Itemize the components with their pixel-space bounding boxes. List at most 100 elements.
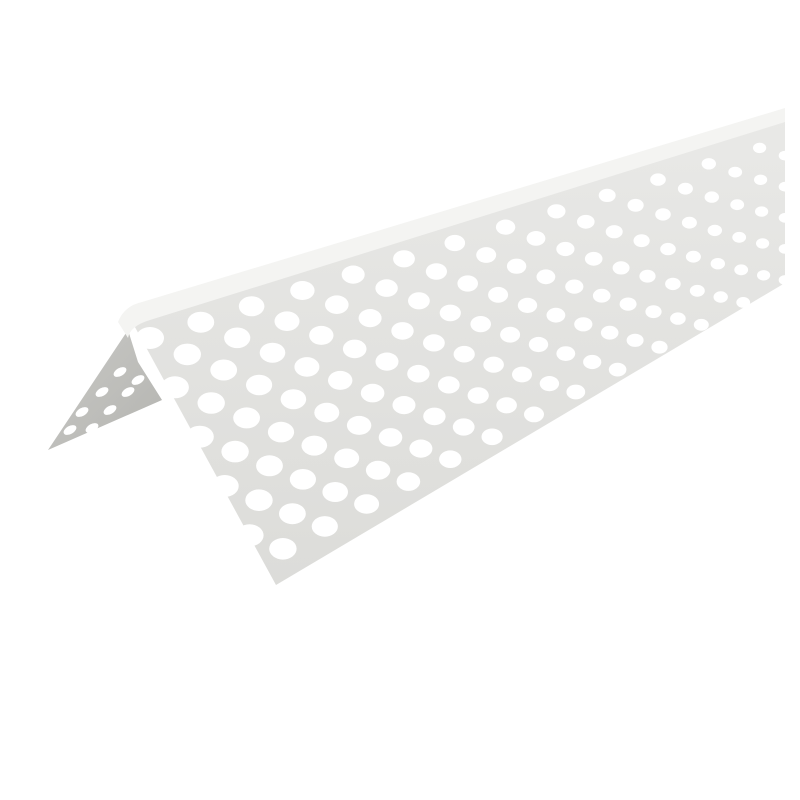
perforation-hole	[423, 407, 446, 426]
perforation-hole	[730, 199, 745, 211]
perforation-hole	[539, 376, 560, 392]
perforation-hole	[274, 311, 300, 332]
perforation-hole	[235, 524, 264, 547]
perforation-hole	[245, 489, 273, 512]
perforation-hole	[131, 375, 145, 385]
perforation-hole	[713, 291, 728, 303]
perforation-hole	[650, 173, 666, 186]
perforation-hole	[393, 250, 415, 268]
perforation-hole	[210, 359, 238, 381]
perforation-hole	[704, 191, 719, 203]
perforation-hole	[612, 261, 630, 275]
perforation-hole	[506, 258, 527, 274]
perforation-hole	[354, 494, 380, 514]
perforation-hole	[75, 407, 89, 417]
perforation-hole	[375, 279, 398, 297]
perforation-hole	[645, 305, 662, 319]
perforation-hole	[365, 460, 391, 480]
perforation-hole	[685, 250, 701, 263]
perforation-hole	[488, 286, 509, 303]
perforation-hole	[778, 244, 792, 254]
perforation-hole	[689, 284, 705, 297]
perforation-hole	[778, 181, 792, 192]
perforation-hole	[660, 242, 676, 256]
perforation-hole	[608, 362, 627, 377]
perforation-hole	[409, 439, 433, 458]
perforation-hole	[197, 392, 225, 414]
perforation-hole	[707, 224, 722, 237]
perforation-hole	[556, 346, 576, 361]
front-flange-holes	[136, 142, 792, 560]
perforation-hole	[627, 198, 644, 212]
perforation-hole	[734, 264, 749, 276]
perforation-hole	[160, 376, 189, 399]
back-flange-holes	[63, 367, 145, 435]
perforation-hole	[483, 356, 504, 373]
perforation-hole	[701, 158, 716, 170]
perforation-hole	[778, 275, 792, 285]
perforation-hole	[757, 270, 771, 281]
perforation-hole	[778, 150, 792, 161]
perforation-hole	[633, 234, 650, 248]
perforation-hole	[605, 225, 623, 239]
perforation-hole	[619, 297, 637, 311]
perforation-hole	[728, 166, 743, 178]
perforation-hole	[665, 277, 681, 291]
perforation-hole	[670, 312, 686, 325]
perforation-hole	[481, 428, 503, 446]
perforation-hole	[346, 415, 372, 435]
perforation-hole	[693, 318, 709, 331]
perforation-hole	[342, 339, 367, 359]
perforation-hole	[95, 387, 109, 397]
perforation-hole	[681, 216, 697, 229]
perforation-hole	[547, 204, 566, 219]
perforation-hole	[322, 482, 349, 502]
perforation-hole	[556, 241, 575, 257]
perforation-hole	[453, 345, 475, 363]
perforation-hole	[546, 307, 566, 323]
perforation-hole	[577, 214, 595, 229]
perforation-hole	[439, 304, 461, 322]
perforation-hole	[467, 387, 489, 404]
perforation-hole	[437, 376, 460, 394]
front-flange	[130, 110, 785, 585]
perforation-hole	[233, 407, 260, 429]
perforation-hole	[375, 352, 399, 371]
perforation-hole	[269, 538, 297, 560]
perforation-hole	[224, 327, 251, 349]
perforation-hole	[280, 389, 307, 410]
perforation-hole	[439, 450, 462, 469]
perforation-hole	[536, 269, 556, 285]
perforation-hole	[246, 374, 273, 396]
perforation-hole	[396, 472, 421, 491]
perforation-hole	[524, 406, 544, 423]
perforation-hole	[526, 231, 546, 246]
perforation-hole	[476, 247, 497, 263]
perforation-hole	[452, 418, 475, 436]
perforation-hole	[732, 231, 747, 243]
perforation-hole	[341, 265, 365, 284]
perforation-hole	[267, 421, 295, 443]
perforation-hole	[457, 275, 479, 292]
perforation-hole	[566, 384, 586, 400]
perforation-hole	[517, 297, 538, 313]
perforation-hole	[294, 357, 320, 377]
perforation-hole	[360, 383, 385, 403]
perforation-hole	[391, 322, 414, 340]
perforation-hole	[423, 334, 445, 352]
perforation-hole	[210, 475, 239, 497]
perforation-hole	[651, 340, 668, 354]
perforation-hole	[496, 397, 517, 414]
perforation-hole	[378, 428, 403, 447]
perforation-hole	[592, 288, 611, 303]
perforation-hole	[408, 292, 430, 310]
perforation-hole	[328, 370, 353, 390]
perforation-hole	[639, 269, 656, 283]
perforation-hole	[309, 325, 334, 345]
perforation-hole	[358, 309, 382, 328]
perforation-hole	[136, 327, 164, 349]
perforation-hole	[314, 402, 340, 423]
perforation-hole	[655, 208, 671, 221]
